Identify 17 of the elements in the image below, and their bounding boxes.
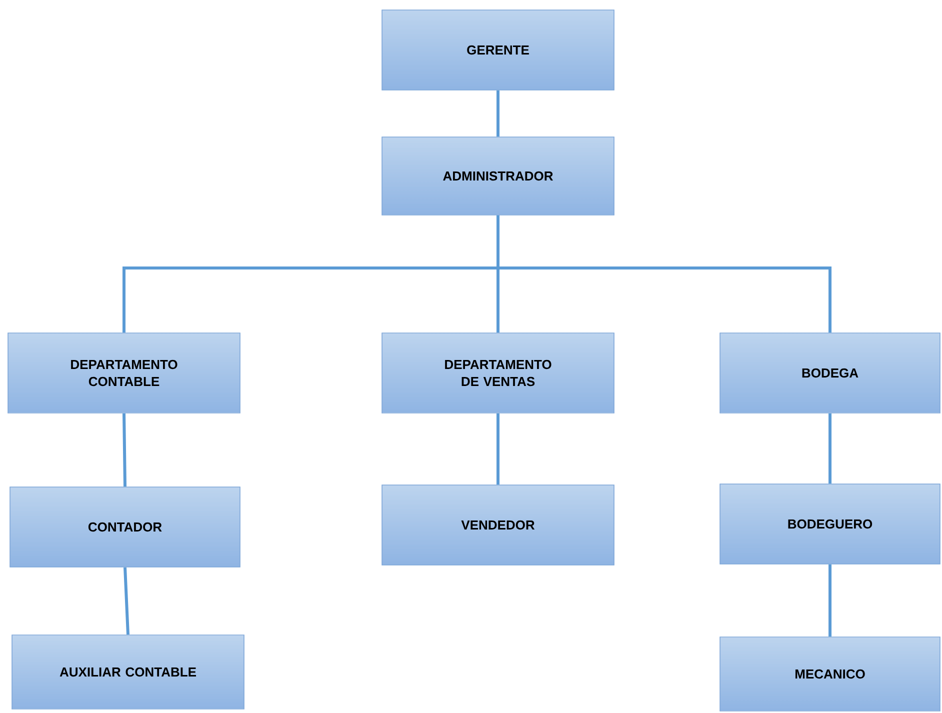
connector-line <box>496 413 500 485</box>
connector-line <box>496 215 832 333</box>
connector-line <box>828 413 832 484</box>
org-box: BODEGA <box>720 332 940 414</box>
connector-line <box>828 564 832 637</box>
org-box: MECANICO <box>720 636 940 712</box>
org-box: CONTADOR <box>10 486 240 568</box>
org-box: VENDEDOR <box>382 484 614 566</box>
connector-line <box>496 90 500 137</box>
org-box: ADMINISTRADOR <box>382 136 614 216</box>
org-box: GERENTE <box>382 10 614 90</box>
org-box: DEPARTAMENTO DE VENTAS <box>382 332 614 414</box>
org-box: AUXILIAR CONTABLE <box>12 634 244 710</box>
org-box: DEPARTAMENTO CONTABLE <box>8 332 240 414</box>
org-box: BODEGUERO <box>720 484 940 564</box>
connector-line <box>122 413 126 487</box>
connector-line <box>124 567 130 635</box>
